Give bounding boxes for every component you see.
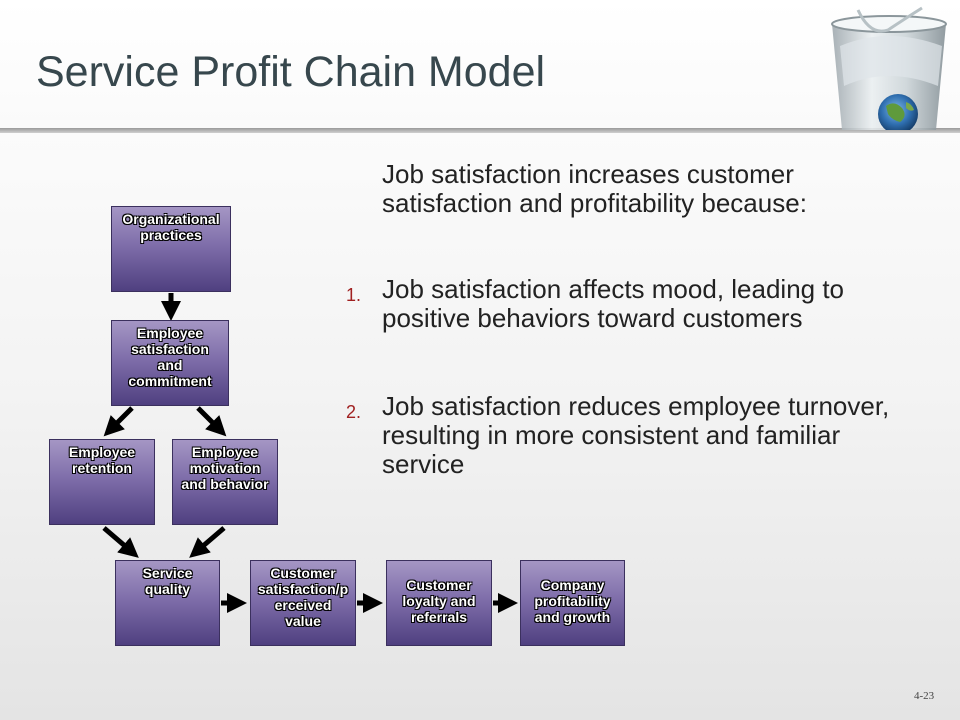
node-line: commitment <box>128 373 212 389</box>
node-line: Service <box>142 565 193 581</box>
node-line: and <box>157 357 183 373</box>
arrow-sat-to-ret <box>103 406 134 437</box>
node-line: referrals <box>410 609 468 625</box>
node-line: retention <box>72 460 132 476</box>
node-line: erceived <box>274 597 332 613</box>
arrow-ret-to-sq <box>102 526 139 558</box>
node-line: quality <box>144 581 191 597</box>
node-line: Employee <box>136 325 204 341</box>
point-text: Job satisfaction affects mood, leading t… <box>382 274 845 333</box>
node-line: value <box>285 613 321 629</box>
node-line: Customer <box>406 577 472 593</box>
title-band <box>0 0 960 130</box>
node-line: satisfaction <box>131 341 209 357</box>
node-line: Employee <box>191 444 259 460</box>
node-line: satisfaction/p <box>257 581 349 597</box>
node-line: practices <box>140 227 202 243</box>
node-line: profitability <box>534 593 611 609</box>
intro-text: Job satisfaction increases customer sati… <box>382 159 807 218</box>
node-line: Employee <box>68 444 136 460</box>
point-number: 1. <box>346 285 362 305</box>
node-line: and behavior <box>181 476 269 492</box>
arrow-sat-to-mot <box>196 406 227 437</box>
point-text: Job satisfaction reduces employee turnov… <box>382 391 890 479</box>
node-line: Customer <box>270 565 336 581</box>
node-line: and growth <box>534 609 611 625</box>
slide-number: 4-23 <box>914 690 935 702</box>
node-line: Organizational <box>122 211 220 227</box>
title-divider <box>0 128 960 133</box>
slide-title: Service Profit Chain Model <box>36 48 546 96</box>
arrow-mot-to-sq <box>189 526 226 558</box>
node-line: motivation <box>189 460 261 476</box>
node-line: loyalty and <box>402 593 476 609</box>
point-number: 2. <box>346 402 362 422</box>
glass-of-water-globe-icon <box>831 6 947 130</box>
node-line: Company <box>540 577 605 593</box>
point-2: 2. Job satisfaction reduces employee tur… <box>346 392 906 479</box>
point-1: 1. Job satisfaction affects mood, leadin… <box>346 275 906 333</box>
